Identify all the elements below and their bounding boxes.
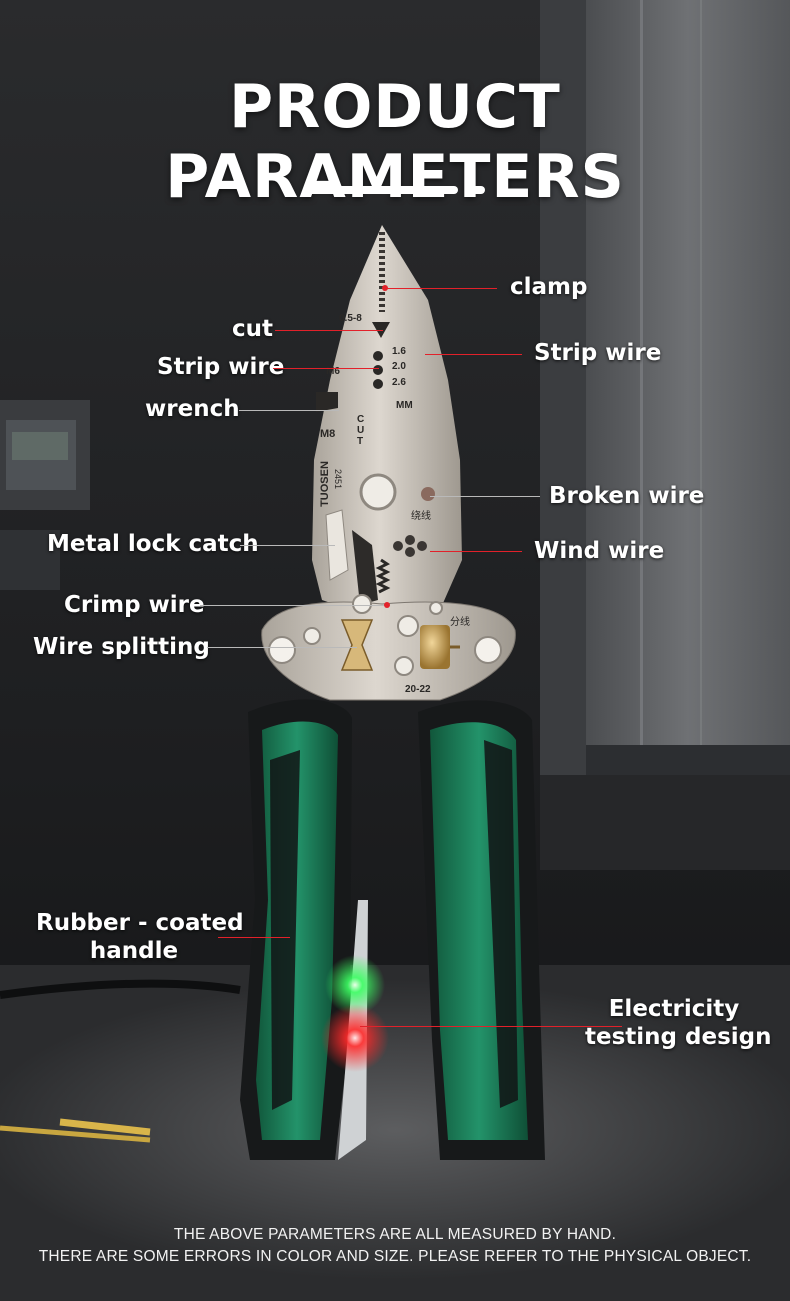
title-underline-dot xyxy=(466,186,485,194)
leader-metal-lock-catch xyxy=(240,545,335,546)
red-led xyxy=(321,1004,389,1072)
marking-m6: M6 xyxy=(326,366,340,377)
label-electricity-line1: Electricity xyxy=(608,996,740,1022)
marking-split-cn: 分线 xyxy=(450,617,470,628)
label-crimp-wire: Crimp wire xyxy=(64,592,205,618)
marking-cut: CUT xyxy=(357,414,365,447)
pliers-image xyxy=(240,225,545,1160)
leader-wind-wire xyxy=(430,551,522,552)
label-cut: cut xyxy=(232,316,274,342)
page-title: PRODUCT PARAMETERS xyxy=(165,72,625,212)
green-led xyxy=(325,955,385,1015)
footer-disclaimer-line2: THERE ARE SOME ERRORS IN COLOR AND SIZE.… xyxy=(38,1248,752,1265)
label-strip-wire-left: Strip wire xyxy=(157,354,285,380)
label-wind-wire: Wind wire xyxy=(534,538,665,564)
marking-size-3: 2.6 xyxy=(392,377,406,388)
leader-wire-splitting xyxy=(207,647,357,648)
marking-unit: MM xyxy=(396,400,413,411)
label-rubber-handle: Rubber - coated handle xyxy=(36,909,244,965)
leader-crimp-wire xyxy=(200,605,385,606)
leader-dot-crimp xyxy=(384,602,390,608)
label-strip-wire-right: Strip wire xyxy=(534,340,662,366)
label-broken-wire: Broken wire xyxy=(549,483,705,509)
label-rubber-line1: Rubber - coated xyxy=(36,910,244,936)
wire-cable xyxy=(59,1118,151,1136)
marking-range: 0.5-8 xyxy=(339,313,362,324)
label-wrench: wrench xyxy=(145,396,240,422)
label-electricity-testing: Electricity testing design xyxy=(585,995,772,1051)
brand-logo: TUOSEN xyxy=(318,461,331,507)
title-underline xyxy=(305,186,458,194)
footer-disclaimer-line1: THE ABOVE PARAMETERS ARE ALL MEASURED BY… xyxy=(173,1226,617,1243)
marking-size-1: 1.6 xyxy=(392,346,406,357)
leader-rubber-handle xyxy=(218,937,290,938)
label-metal-lock-catch: Metal lock catch xyxy=(47,531,259,557)
model-number: 2451 xyxy=(333,468,344,490)
leader-electricity-testing xyxy=(360,1026,622,1027)
label-rubber-line2: handle xyxy=(89,938,179,964)
marking-m8: M8 xyxy=(320,428,336,440)
leader-dot-clamp xyxy=(382,285,388,291)
leader-cut xyxy=(275,330,383,331)
marking-size-2: 2.0 xyxy=(392,361,406,372)
leader-broken-wire xyxy=(430,496,540,497)
label-clamp: clamp xyxy=(510,274,588,300)
label-wire-splitting: Wire splitting xyxy=(33,634,210,660)
marking-gauge: 20-22 xyxy=(405,684,431,695)
leader-strip-wire-left xyxy=(273,368,379,369)
label-electricity-line2: testing design xyxy=(585,1024,772,1050)
leader-clamp xyxy=(385,288,497,289)
leader-wrench xyxy=(239,410,339,411)
marking-wind-cn: 绕线 xyxy=(411,511,431,522)
leader-strip-wire-right xyxy=(425,354,522,355)
